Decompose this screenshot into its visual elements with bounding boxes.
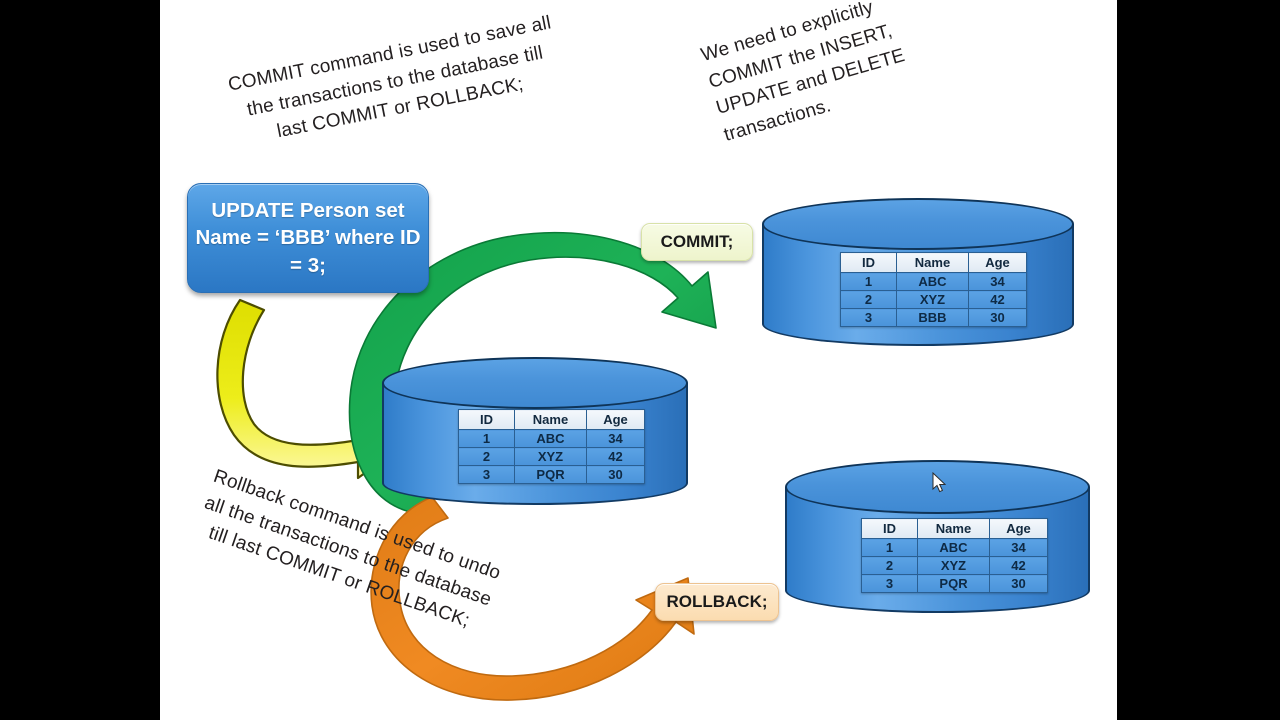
table-row: 1 ABC 34 xyxy=(861,538,1048,557)
column-header-age: Age xyxy=(989,518,1048,539)
table-row: 1 ABC 34 xyxy=(458,429,645,448)
column-header-name: Name xyxy=(514,409,587,430)
cell-age: 34 xyxy=(586,429,645,448)
table-header-row: ID Name Age xyxy=(861,518,1048,539)
cell-name: ABC xyxy=(917,538,990,557)
person-table-committed: ID Name Age 1 ABC 34 2 XYZ 42 xyxy=(840,252,1027,327)
annotation-commit-description: COMMIT command is used to save all the t… xyxy=(226,12,553,143)
column-header-age: Age xyxy=(968,252,1027,273)
update-statement-box: UPDATE Person set Name = ‘BBB’ where ID … xyxy=(187,183,429,293)
table-row: 1 ABC 34 xyxy=(840,272,1027,291)
column-header-name: Name xyxy=(896,252,969,273)
cell-id: 3 xyxy=(458,465,515,484)
table-row: 3 PQR 30 xyxy=(861,574,1048,593)
table-row: 3 BBB 30 xyxy=(840,308,1027,327)
cylinder-top xyxy=(382,357,688,409)
table-header-row: ID Name Age xyxy=(458,409,645,430)
cell-id: 1 xyxy=(861,538,918,557)
cell-id: 2 xyxy=(861,556,918,575)
cell-name: XYZ xyxy=(896,290,969,309)
cell-id: 3 xyxy=(861,574,918,593)
mouse-pointer-icon xyxy=(932,472,947,493)
cell-id: 2 xyxy=(840,290,897,309)
cylinder-top xyxy=(762,198,1074,250)
table-row: 3 PQR 30 xyxy=(458,465,645,484)
column-header-name: Name xyxy=(917,518,990,539)
database-committed: ID Name Age 1 ABC 34 2 XYZ 42 xyxy=(762,198,1074,350)
cell-name: ABC xyxy=(896,272,969,291)
rollback-command-label: ROLLBACK; xyxy=(655,583,779,621)
cell-id: 1 xyxy=(840,272,897,291)
update-statement-text: UPDATE Person set Name = ‘BBB’ where ID … xyxy=(195,199,421,277)
person-table-rolled-back: ID Name Age 1 ABC 34 2 XYZ 42 xyxy=(861,518,1048,593)
cell-id: 3 xyxy=(840,308,897,327)
cell-id: 1 xyxy=(458,429,515,448)
cell-name: ABC xyxy=(514,429,587,448)
cell-name: XYZ xyxy=(514,447,587,466)
table-header-row: ID Name Age xyxy=(840,252,1027,273)
cell-age: 42 xyxy=(989,556,1048,575)
cell-age: 34 xyxy=(989,538,1048,557)
commit-command-text: COMMIT; xyxy=(660,232,734,251)
table-row: 2 XYZ 42 xyxy=(861,556,1048,575)
cell-age: 42 xyxy=(586,447,645,466)
cell-age: 30 xyxy=(968,308,1027,327)
table-row: 2 XYZ 42 xyxy=(840,290,1027,309)
commit-command-label: COMMIT; xyxy=(641,223,753,261)
column-header-id: ID xyxy=(861,518,918,539)
cell-age: 30 xyxy=(586,465,645,484)
column-header-id: ID xyxy=(840,252,897,273)
cell-id: 2 xyxy=(458,447,515,466)
table-row: 2 XYZ 42 xyxy=(458,447,645,466)
cell-name: PQR xyxy=(917,574,990,593)
person-table-center: ID Name Age 1 ABC 34 2 XYZ 42 xyxy=(458,409,645,484)
rollback-command-text: ROLLBACK; xyxy=(666,592,768,611)
database-center: ID Name Age 1 ABC 34 2 XYZ 42 xyxy=(382,357,688,509)
slide-canvas: COMMIT command is used to save all the t… xyxy=(160,0,1117,720)
cell-age: 42 xyxy=(968,290,1027,309)
cell-name: XYZ xyxy=(917,556,990,575)
cell-age: 34 xyxy=(968,272,1027,291)
cell-name: BBB xyxy=(896,308,969,327)
cell-age: 30 xyxy=(989,574,1048,593)
column-header-age: Age xyxy=(586,409,645,430)
update-arrow-icon xyxy=(216,298,400,480)
annotation-explicit-commit-description: We need to explicitly COMMIT the INSERT,… xyxy=(698,0,908,146)
column-header-id: ID xyxy=(458,409,515,430)
cell-name: PQR xyxy=(514,465,587,484)
